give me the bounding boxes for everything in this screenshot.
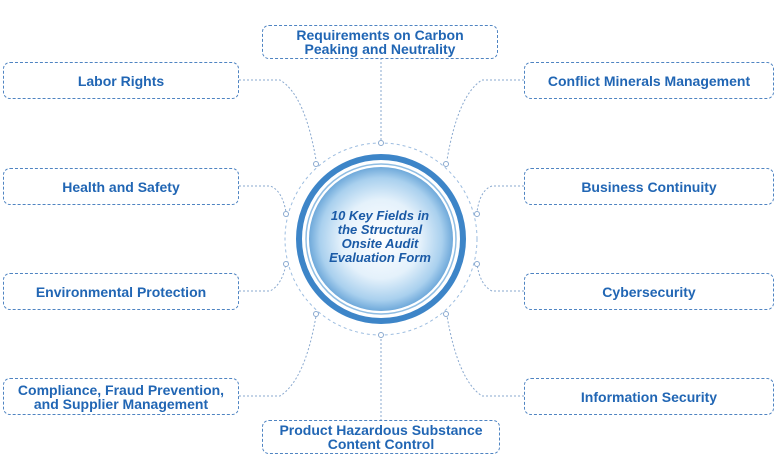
field-box-business-continuity: Business Continuity: [524, 168, 774, 205]
connector-left-1: [239, 79, 317, 161]
field-box-cybersecurity: Cybersecurity: [524, 273, 774, 310]
field-label-compliance: Compliance, Fraud Prevention, and Suppli…: [17, 381, 225, 412]
hub-fill: [309, 167, 453, 311]
junction-dot-right-3: [474, 261, 480, 267]
field-box-conflict-minerals: Conflict Minerals Management: [524, 62, 774, 99]
connector-right-2: [476, 185, 524, 213]
junction-dot-left-3: [283, 261, 289, 267]
field-box-hazardous-substance: Product Hazardous Substance Content Cont…: [262, 420, 500, 454]
field-box-health-safety: Health and Safety: [3, 168, 239, 205]
field-label-hazardous-substance: Product Hazardous Substance Content Cont…: [279, 422, 483, 452]
junction-dot-right-2: [474, 211, 480, 217]
connector-left-3: [239, 263, 287, 292]
field-label-conflict-minerals: Conflict Minerals Management: [547, 72, 751, 89]
field-label-information-security: Information Security: [580, 388, 718, 405]
connector-left-2: [239, 185, 287, 213]
field-box-information-security: Information Security: [524, 378, 774, 415]
connector-right-4: [446, 315, 524, 397]
field-box-carbon-peaking: Requirements on Carbon Peaking and Neutr…: [262, 25, 498, 59]
junction-dot-left-2: [283, 211, 289, 217]
connector-left-4: [239, 315, 317, 397]
field-box-environmental-protection: Environmental Protection: [3, 273, 239, 310]
field-label-carbon-peaking: Requirements on Carbon Peaking and Neutr…: [296, 27, 464, 57]
field-label-labor-rights: Labor Rights: [77, 72, 165, 89]
field-label-cybersecurity: Cybersecurity: [602, 283, 696, 300]
field-box-labor-rights: Labor Rights: [3, 62, 239, 99]
connector-right-1: [446, 79, 524, 161]
field-label-health-safety: Health and Safety: [62, 178, 180, 195]
junction-dot-right-1: [443, 161, 449, 167]
field-label-environmental-protection: Environmental Protection: [35, 283, 207, 300]
hub-thin-ring: [305, 163, 457, 315]
field-label-business-continuity: Business Continuity: [581, 178, 717, 195]
junction-dot-left-4: [313, 311, 319, 317]
junction-dot-top: [378, 140, 384, 146]
hub-title: 10 Key Fields in the Structural Onsite A…: [329, 208, 431, 265]
junction-dot-right-4: [443, 311, 449, 317]
connector-right-3: [476, 263, 524, 292]
field-box-compliance: Compliance, Fraud Prevention, and Suppli…: [3, 378, 239, 415]
junction-dot-bottom: [378, 332, 384, 338]
junction-dot-left-1: [313, 161, 319, 167]
